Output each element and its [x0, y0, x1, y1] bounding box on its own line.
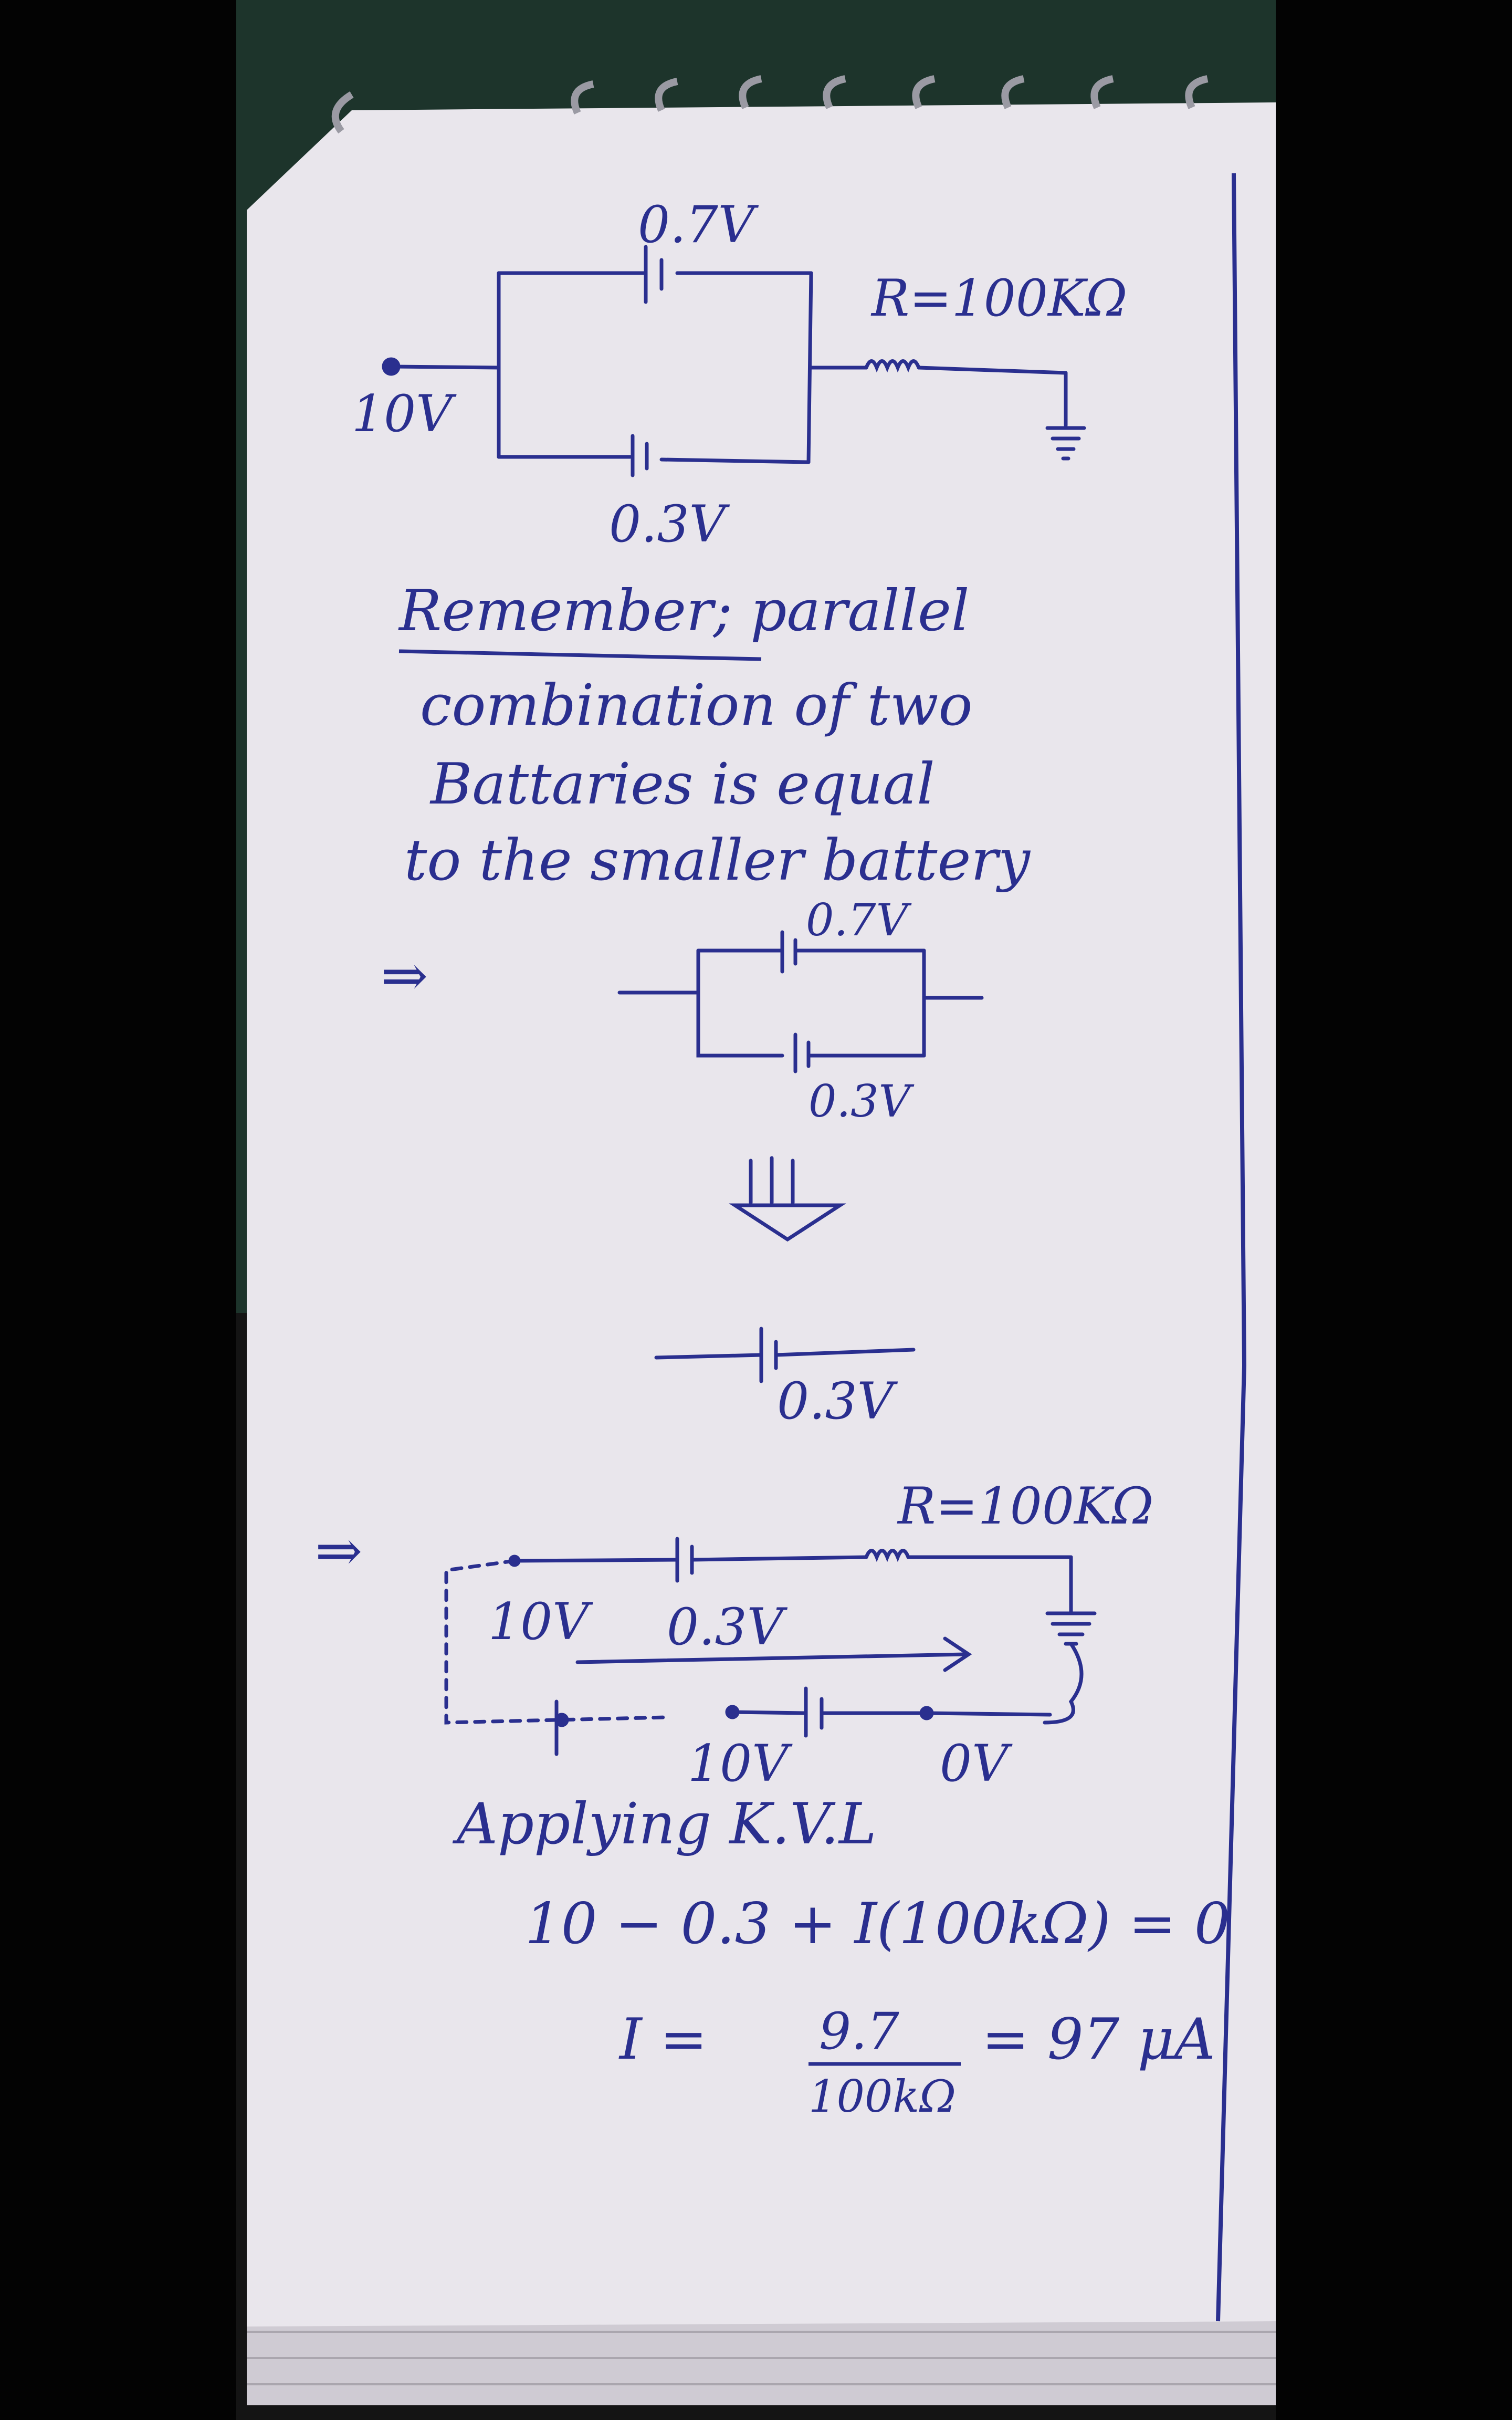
note-line-4: to the smaller battery: [404, 828, 1031, 893]
circuit2-bottom-right-label: 0V: [940, 1734, 1009, 1793]
circuit-1: [382, 245, 1086, 477]
result-lhs: I =: [620, 2007, 708, 2072]
current-arrow: [575, 1652, 968, 1664]
resistor-1: [864, 359, 921, 373]
circuit2-left-label: 10V: [488, 1592, 589, 1651]
note-remember: Remember: [399, 578, 713, 644]
implies-arrow-2: ⇒: [315, 1518, 363, 1584]
spiral-binding: [331, 75, 1209, 134]
kvl-heading: Applying K.V.L: [457, 1791, 877, 1857]
resistor-label: R=100KΩ: [872, 269, 1128, 328]
margin-line: [1216, 173, 1247, 2322]
equivalent-battery-label: 0.3V: [777, 1372, 894, 1431]
result-denominator: 100kΩ: [808, 2071, 956, 2122]
parallel-bottom-label: 0.3V: [808, 1076, 911, 1127]
kvl-equation: 10 − 0.3 + I(100kΩ) = 0: [525, 1891, 1231, 1957]
notebook-page: [247, 102, 1276, 2327]
result-numerator: 9.7: [819, 2002, 899, 2061]
parallel-top-label: 0.7V: [806, 894, 908, 946]
implies-arrow-1: ⇒: [381, 943, 428, 1009]
bottom-battery-label: 0.3V: [609, 495, 726, 554]
resistor-2: [864, 1549, 910, 1562]
circuit2-battery-label: 0.3V: [667, 1598, 783, 1656]
parallel-diagram: [617, 930, 984, 1073]
note-line-2: combination of two: [420, 673, 973, 738]
circuit-2: [444, 1537, 1097, 1756]
note-line-1: Remember; parallel: [399, 583, 969, 640]
note-line-3: Battaries is equal: [430, 752, 935, 817]
result-rhs: = 97 μA: [982, 2007, 1215, 2072]
equivalence-arrow: [729, 1156, 846, 1242]
remember-underline: [398, 649, 762, 661]
top-battery-label: 0.7V: [638, 195, 754, 254]
note-line-1-rest: ; parallel: [713, 578, 970, 644]
single-battery: [654, 1327, 916, 1383]
circuit2-bottom-left-label: 10V: [688, 1734, 789, 1793]
input-voltage-label: 10V: [352, 384, 453, 443]
circuit2-resistor-label: R=100KΩ: [898, 1477, 1154, 1536]
